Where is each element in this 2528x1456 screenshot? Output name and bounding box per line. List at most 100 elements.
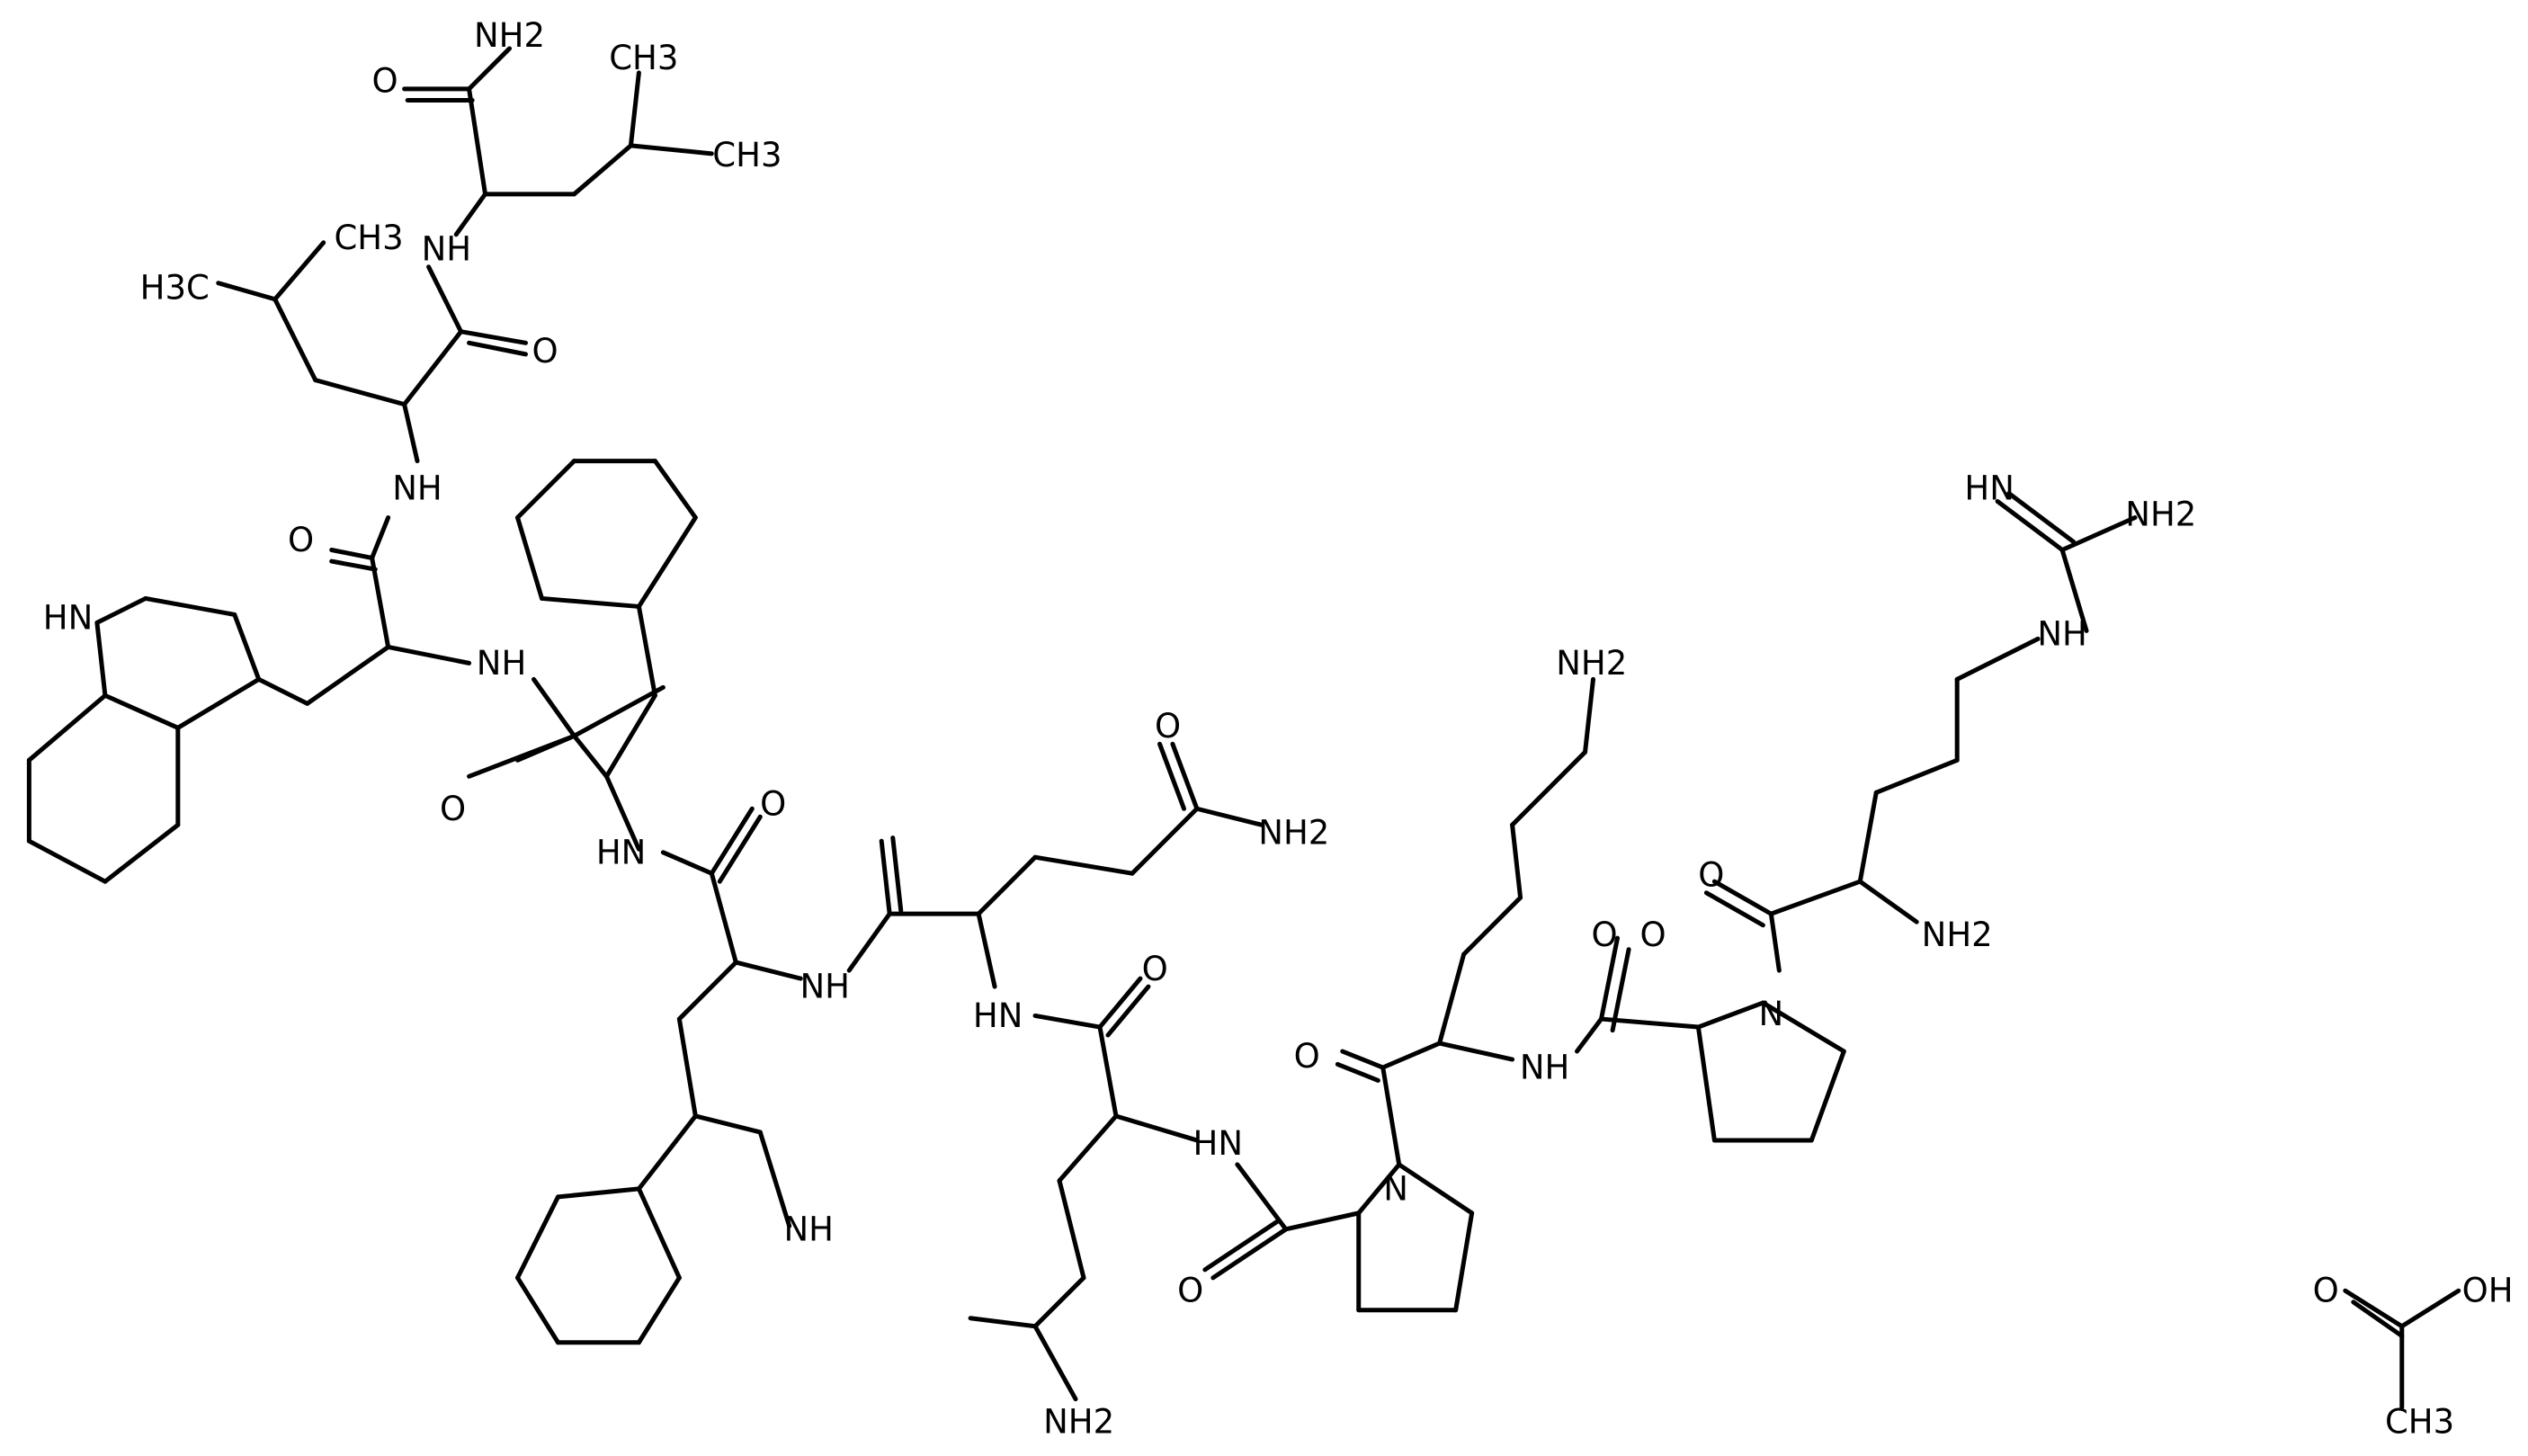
bond-19 <box>329 547 375 560</box>
atom-label-leu1-carbonyl-o: O <box>532 332 558 371</box>
bond-129 <box>2399 1288 2461 1329</box>
bond-75 <box>1157 741 1187 811</box>
bond-101 <box>1437 951 1467 1046</box>
bond-27 <box>94 595 148 625</box>
atom-label-pro2-carbonyl-o: O <box>1294 1037 1320 1076</box>
bond-15 <box>216 281 278 302</box>
bond-48 <box>539 595 641 609</box>
atom-label-phe-carbonyl-o: O <box>440 790 466 828</box>
bond-87 <box>1235 1162 1289 1232</box>
bond-70 <box>976 854 1038 916</box>
bond-121 <box>1873 757 1960 795</box>
bond-104 <box>1510 749 1588 827</box>
bond-112 <box>1809 1049 1846 1143</box>
bond-17 <box>402 402 420 464</box>
bond-115 <box>1768 911 1782 973</box>
atom-label-trp1-indole-nh: NH <box>784 1210 835 1248</box>
bond-90 <box>1202 1219 1281 1273</box>
bond-23 <box>305 644 391 706</box>
bond-layer <box>26 46 2461 1410</box>
bond-47 <box>515 515 544 601</box>
bond-51 <box>709 806 755 876</box>
bond-56 <box>676 1016 698 1119</box>
bond-119 <box>1857 879 1919 925</box>
bond-25 <box>232 612 262 682</box>
bond-53 <box>709 871 738 965</box>
atom-label-guanidine-imine-hn: HN <box>1964 469 2014 508</box>
bond-97 <box>1380 1041 1443 1070</box>
bond-118 <box>1768 879 1863 916</box>
bond-77 <box>1032 1013 1103 1030</box>
bond-61 <box>555 1186 641 1200</box>
atom-label-terminal-amide-o: O <box>371 61 398 100</box>
bond-98 <box>1340 1049 1386 1070</box>
bond-42 <box>636 603 657 698</box>
atom-label-trp1-amide-nh: NH <box>799 968 850 1006</box>
atom-label-guanidine-nh2: NH2 <box>2125 495 2196 533</box>
atom-label-acetic-acid-oh: OH <box>2462 1272 2514 1310</box>
atom-label-leu1-methyl-b: H3C <box>140 269 210 308</box>
bond-63 <box>515 1275 560 1345</box>
bond-5 <box>467 46 513 92</box>
bond-24 <box>256 676 310 706</box>
bond-30 <box>94 620 108 698</box>
bond-111 <box>1760 1000 1846 1054</box>
atom-label-gln2-side-o: O <box>1155 707 1181 746</box>
atom-label-arg-alpha-nh2: NH2 <box>1922 916 1993 954</box>
bond-36 <box>532 676 576 738</box>
bond-43 <box>636 515 698 609</box>
bond-50 <box>660 850 714 876</box>
bond-68 <box>879 838 892 916</box>
atom-label-leu1-amide-nh: NH <box>392 469 442 508</box>
bond-81 <box>1113 1113 1200 1143</box>
bond-125 <box>1995 499 2065 552</box>
bond-4 <box>628 143 714 156</box>
bond-94 <box>1453 1210 1475 1313</box>
atom-label-lys-amide-nh: NH <box>1520 1049 1570 1087</box>
bond-103 <box>1510 822 1523 900</box>
atom-label-phe-amide-nh: HN <box>596 833 647 871</box>
bond-99 <box>1335 1061 1380 1083</box>
bond-93 <box>1397 1162 1475 1216</box>
bond-26 <box>143 595 237 617</box>
bond-12 <box>467 340 529 357</box>
atom-label-trp2-amide-nh: NH <box>477 644 527 683</box>
bond-28 <box>175 676 262 730</box>
atom-label-gln1-side-o: O <box>1177 1272 1203 1310</box>
atom-label-trp1-carbonyl-o: O <box>760 784 786 823</box>
atom-label-lys-carbonyl-o: O <box>1640 916 1666 954</box>
atom-label-lys-side-nh2: NH2 <box>1556 644 1627 683</box>
bond-84 <box>1032 1275 1086 1329</box>
bond-102 <box>1461 895 1523 957</box>
bond-88 <box>1283 1210 1362 1232</box>
bond-109 <box>1610 947 1631 1033</box>
bond-10 <box>402 329 464 407</box>
atom-label-leu2-methyl-b: CH3 <box>712 136 782 174</box>
bond-123 <box>1954 636 2041 682</box>
atom-label-leu2-amide-nh: NH <box>422 229 472 268</box>
bond-33 <box>26 838 108 884</box>
bond-49 <box>603 773 641 852</box>
atom-label-guanidine-nh: NH <box>2037 615 2087 654</box>
atom-label-gln1-amide-nh: HN <box>1193 1124 1244 1163</box>
atom-label-gln2-side-nh2: NH2 <box>1258 814 1329 853</box>
bond-58 <box>757 1130 792 1228</box>
atom-label-terminal-amide-n: NH2 <box>474 16 545 55</box>
bond-127 <box>2059 515 2138 552</box>
atom-label-pro1-carbonyl-o: O <box>1592 916 1618 954</box>
bond-92 <box>1380 1065 1402 1167</box>
bond-110 <box>1695 1000 1765 1030</box>
bond-35 <box>26 692 108 763</box>
bond-29 <box>103 692 181 730</box>
bond-62 <box>515 1194 560 1281</box>
bond-9 <box>426 264 464 335</box>
atom-label-trp2-carbonyl-o: O <box>288 521 314 559</box>
bond-0 <box>467 86 488 197</box>
bond-117 <box>1703 890 1765 928</box>
bond-116 <box>1711 879 1773 916</box>
bond-73 <box>1194 806 1264 827</box>
bond-85 <box>968 1316 1038 1329</box>
atom-label-leu2-methyl-a: CH3 <box>609 39 678 77</box>
bond-57 <box>692 1113 763 1135</box>
